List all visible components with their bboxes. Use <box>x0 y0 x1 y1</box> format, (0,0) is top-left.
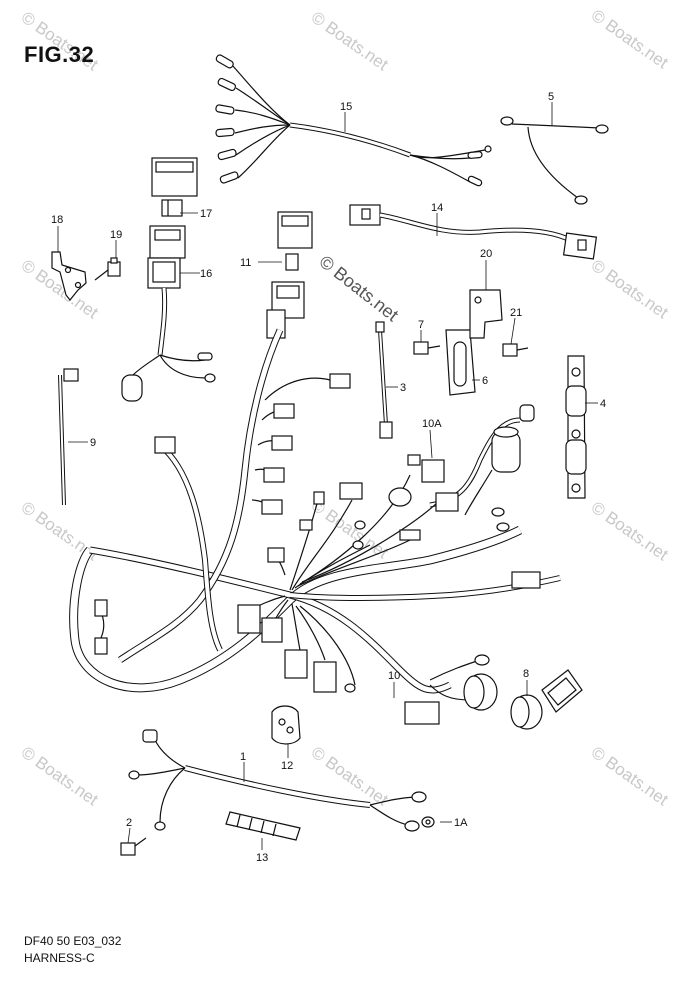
callout-3: 3 <box>400 382 406 394</box>
callout-13: 13 <box>256 852 268 864</box>
part-18-bracket <box>51 251 87 301</box>
part-11-relay <box>266 211 313 339</box>
watermark: © Boats.net <box>588 256 672 323</box>
callout-15: 15 <box>340 101 352 113</box>
callout-11: 11 <box>240 257 251 269</box>
watermark: © Boats.net <box>588 743 672 810</box>
callout-19: 19 <box>110 229 122 241</box>
watermark: © Boats.net <box>588 498 672 565</box>
part-5-ground-lead <box>500 116 609 205</box>
part-19-bolt <box>94 257 121 281</box>
callout-labels: 15 5 14 17 16 18 19 11 20 7 21 6 3 4 9 1… <box>51 91 606 864</box>
callout-5: 5 <box>548 91 554 103</box>
part-6-clamp <box>445 329 476 396</box>
watermark: © Boats.net <box>308 496 392 563</box>
callout-10a: 10A <box>422 418 442 430</box>
callout-2: 2 <box>126 817 132 829</box>
callout-18: 18 <box>51 214 63 226</box>
part-10-main-harness <box>74 330 560 725</box>
part-9-tie <box>58 368 79 506</box>
callout-14: 14 <box>431 202 443 214</box>
callout-7: 7 <box>418 319 424 331</box>
watermark-center: © Boats.net <box>316 251 403 325</box>
leader-lines <box>57 102 598 850</box>
callout-21: 21 <box>510 307 522 319</box>
callout-20: 20 <box>480 248 492 260</box>
part-15-lead-harness <box>215 54 492 187</box>
part-17-relay <box>151 157 198 217</box>
part-14-jumper-harness <box>349 204 598 260</box>
part-12-grommet <box>271 705 301 745</box>
part-16-relay-socket <box>121 225 216 402</box>
part-1-ground-harness <box>128 729 427 832</box>
watermark: © Boats.net <box>18 743 102 810</box>
watermark: © Boats.net <box>588 6 672 73</box>
part-20-bracket <box>469 289 503 339</box>
part-21-bolt <box>502 343 529 357</box>
callout-4: 4 <box>600 398 606 410</box>
callout-9: 9 <box>90 437 96 449</box>
watermark: © Boats.net <box>308 8 392 75</box>
callout-1: 1 <box>240 751 246 763</box>
figure-title: FIG.32 <box>24 42 95 67</box>
part-1a-washer <box>421 816 435 828</box>
part-3-lead <box>375 321 393 439</box>
callout-1a: 1A <box>454 817 468 829</box>
figure-name: HARNESS-C <box>24 951 95 965</box>
callout-17: 17 <box>200 208 212 220</box>
part-7-bolt <box>413 341 441 355</box>
part-13-sleeve <box>225 811 301 841</box>
callout-8: 8 <box>523 668 529 680</box>
callout-10: 10 <box>388 670 400 682</box>
callout-12: 12 <box>281 760 293 772</box>
part-2-bolt <box>120 837 147 856</box>
callout-6: 6 <box>482 375 488 387</box>
part-4-clamp <box>565 355 587 499</box>
part-8-cap <box>510 669 583 730</box>
callout-16: 16 <box>200 268 212 280</box>
figure-code: DF40 50 E03_032 <box>24 934 122 948</box>
